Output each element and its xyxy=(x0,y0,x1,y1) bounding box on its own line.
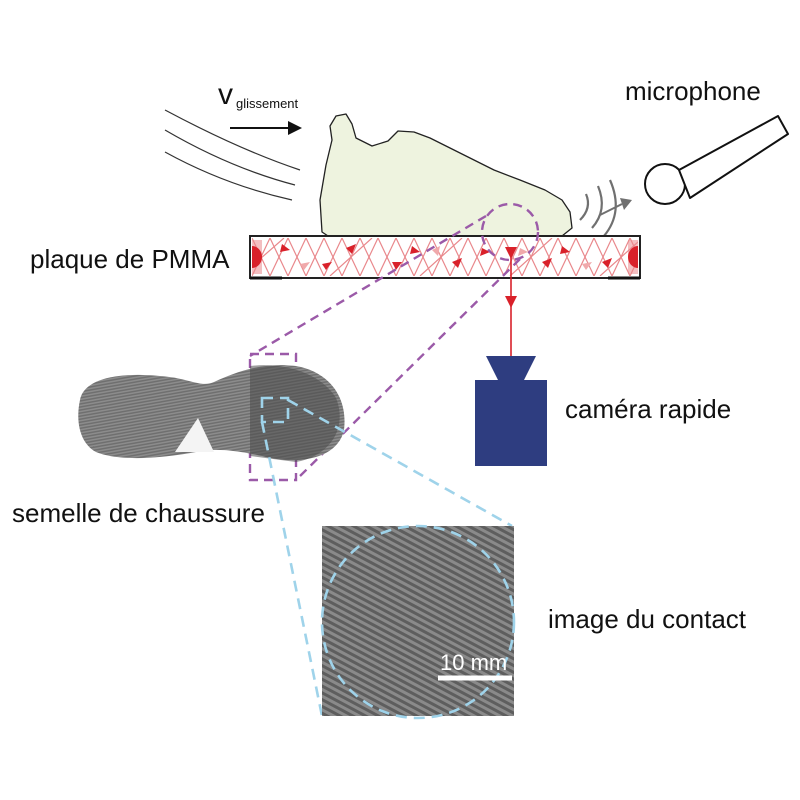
zoom-blue xyxy=(260,396,513,717)
sole-label: semelle de chaussure xyxy=(12,498,265,528)
contact-image-label: image du contact xyxy=(548,604,747,634)
velocity-arrow xyxy=(230,121,302,135)
shoe-sole xyxy=(78,365,345,462)
contact-image xyxy=(320,524,516,720)
plate-label: plaque de PMMA xyxy=(30,244,230,274)
microphone-icon xyxy=(644,115,789,205)
scale-bar-label: 10 mm xyxy=(440,650,507,675)
wind-lines-icon xyxy=(164,109,301,201)
velocity-label: v xyxy=(218,78,233,111)
camera-label: caméra rapide xyxy=(565,394,731,424)
sound-wave-icon xyxy=(579,179,617,237)
pmma-plate xyxy=(249,235,641,280)
light-beam xyxy=(505,247,517,356)
microphone-label: microphone xyxy=(625,76,761,106)
camera-icon xyxy=(475,356,547,466)
velocity-subscript: glissement xyxy=(236,96,299,111)
sound-arrow xyxy=(599,198,632,216)
shoe-icon xyxy=(319,113,573,237)
